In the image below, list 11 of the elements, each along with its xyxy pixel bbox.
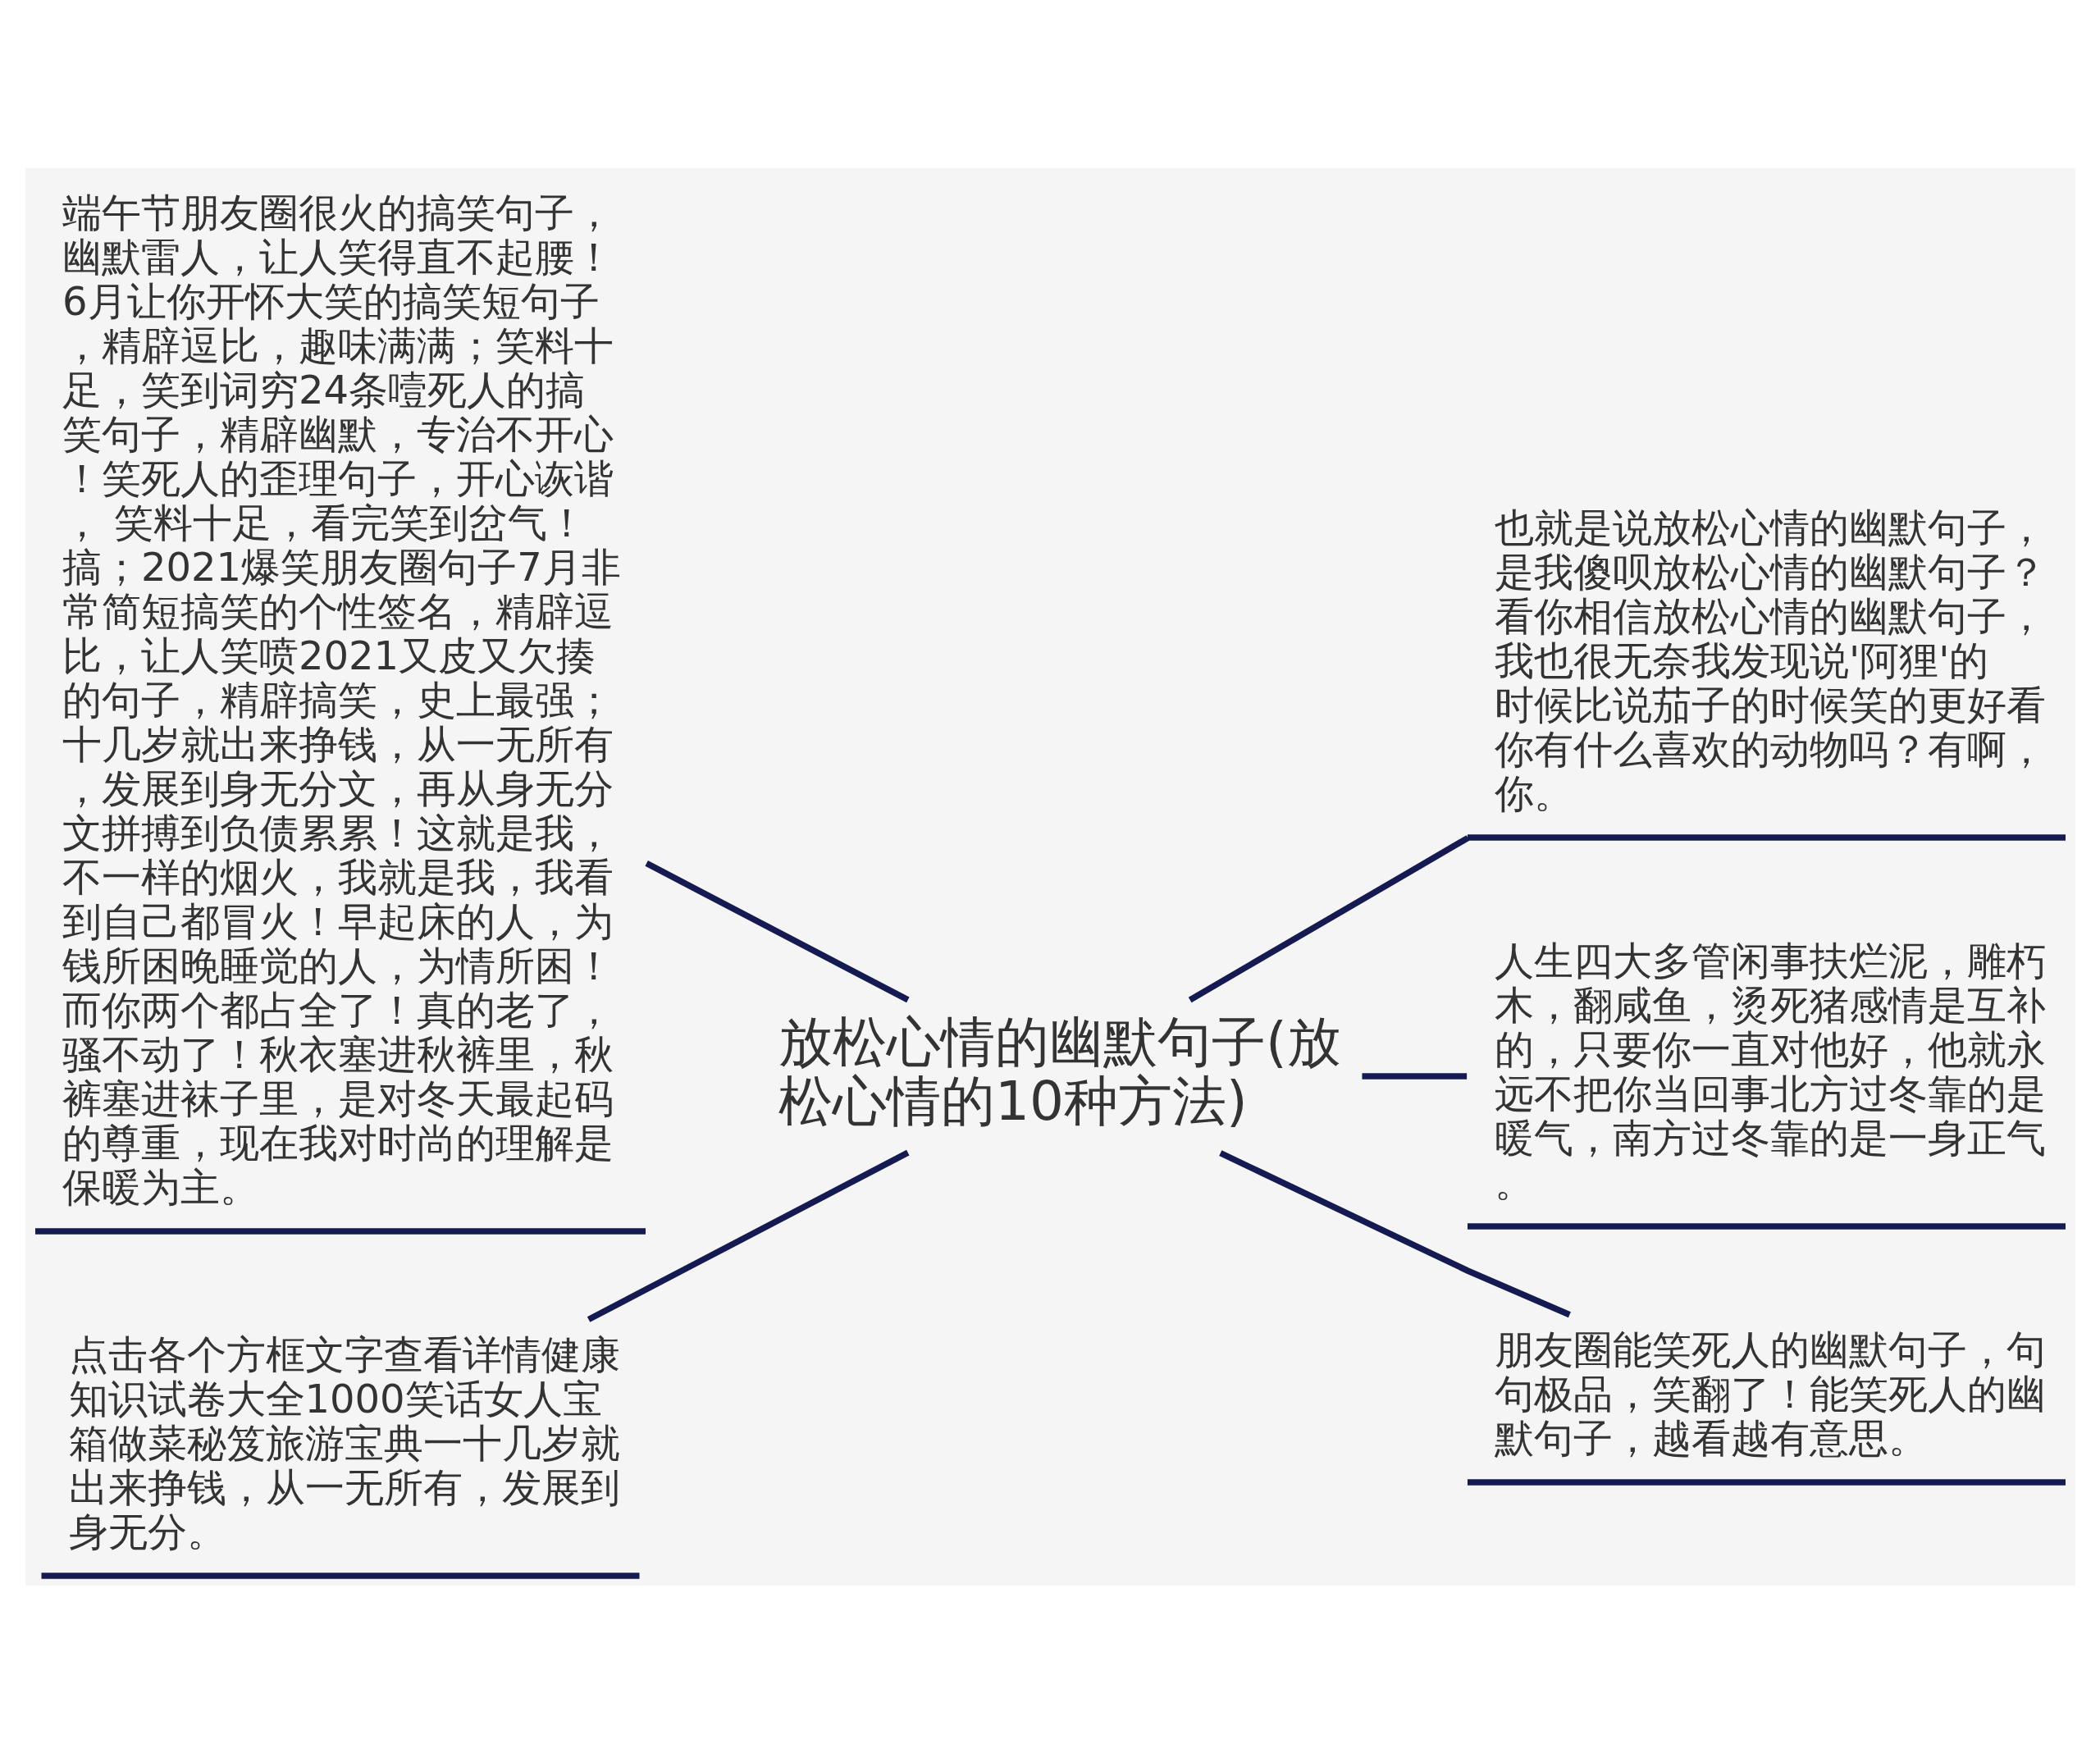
node-text: 放松心情的幽默句子(放松心情的10种方法) (778, 1010, 1341, 1133)
node-text: 人生四大多管闲事扶烂泥，雕朽木，翻咸鱼，烫死猪感情是互补的，只要你一直对他好，他就永远不把你当回事北方过冬靠的是暖气，南方过冬靠的是一身正气。 (1494, 937, 2046, 1205)
connector (587, 1149, 910, 1322)
connector (1188, 834, 1469, 1002)
connector (1362, 1072, 1467, 1080)
node-text: 也就是说放松心情的幽默句子，是我傻呗放松心情的幽默句子？看你相信放松心情的幽默句子，我也很无奈我发现说'阿狸'的时候比说茄子的时候笑的更好看你有什么喜欢的动物吗？有啊，你。 (1494, 504, 2046, 816)
connector (644, 860, 910, 1002)
node-text: 端午节朋友圈很火的搞笑句子，幽默雷人，让人笑得直不起腰！6月让你开怀大笑的搞笑短句子，精辟逗比，趣味满满；笑料十足，笑到词穷24条噎死人的搞笑句子，精辟幽默，专治不开心！笑死人的歪理句子，开心诙谐， 笑料十足，看完笑到岔气！搞；2021爆笑朋友圈句子7月非常简短搞笑的个性签名，精辟逗比，让人笑喷2021又皮又欠揍的句子，精辟搞笑，史上最强；十几岁就出来挣钱，从一无所有，发展到身无分文，再从身无分文拼搏到负债累累！这就是我，不一样的烟火，我就是我，我看到自己都冒火！早起床的人，为钱所困晚睡觉的人，为情所困！而你两个都占全了！真的老了，骚不动了！秋衣塞进秋裤里，秋裤塞进袜子里，是对冬天最起码的尊重，现在我对时尚的理解是保暖为主。 (62, 189, 621, 1210)
node-text: 朋友圈能笑死人的幽默句子，句句极品，笑翻了！能笑死人的幽默句子，越看越有意思。 (1494, 1326, 2046, 1461)
connector (1218, 1149, 1571, 1317)
node-text: 点击各个方框文字查看详情健康知识试卷大全1000笑话女人宝箱做菜秘笈旅游宝典一十几岁就出来挣钱，从一无所有，发展到身无分。 (68, 1331, 619, 1554)
